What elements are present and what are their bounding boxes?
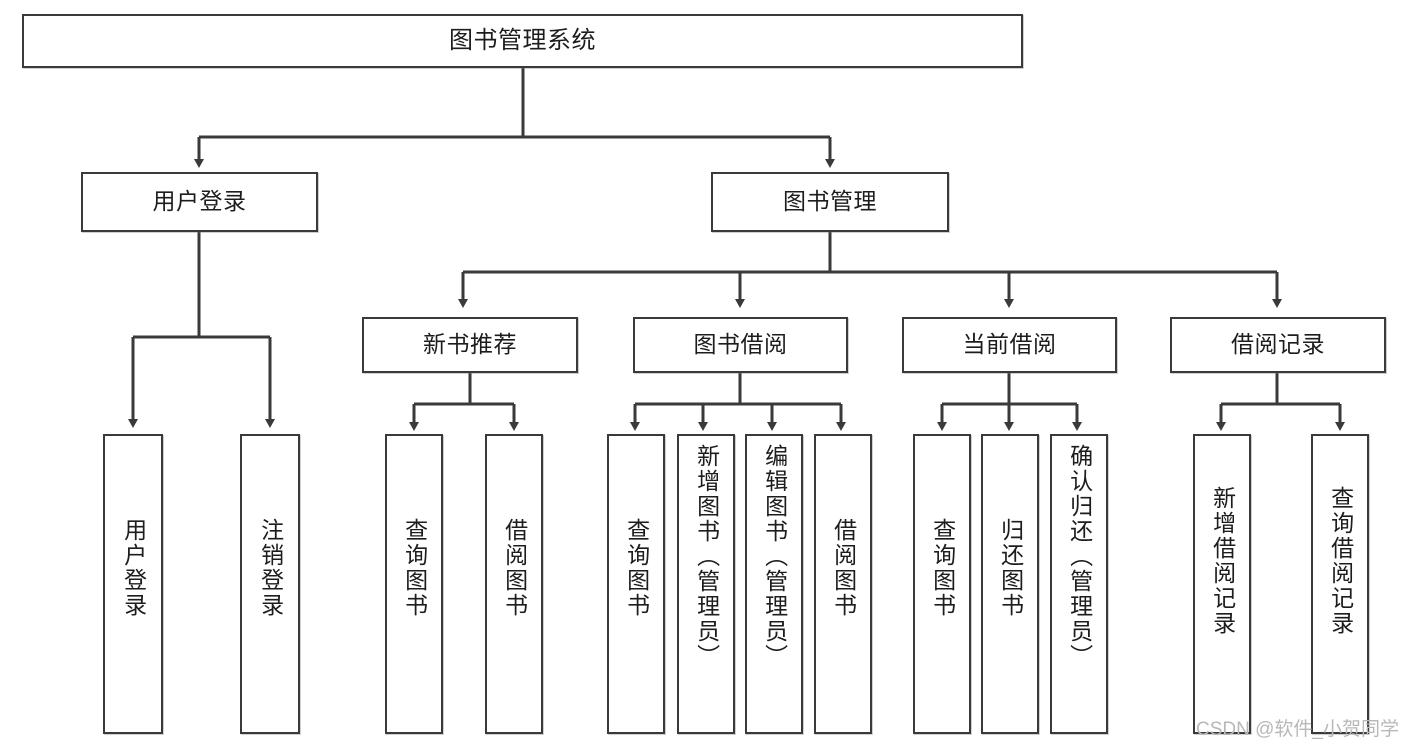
node-user-login-label: 用户登录 xyxy=(152,188,247,215)
node-current-borrow-label: 当前借阅 xyxy=(962,331,1057,358)
node-borrow-record-label: 借阅记录 xyxy=(1231,331,1325,358)
leaf-user-login[interactable]: 用户登录 xyxy=(103,434,163,734)
leaf-add-borrow-record[interactable]: 新增借阅记录 xyxy=(1193,434,1251,734)
leaf-borrow-book-rec-label: 借阅图书 xyxy=(501,518,528,618)
node-root-label: 图书管理系统 xyxy=(449,26,596,54)
node-book-manage-label: 图书管理 xyxy=(783,188,877,215)
leaf-logout-login[interactable]: 注销登录 xyxy=(240,434,300,734)
node-root[interactable]: 图书管理系统 xyxy=(22,14,1023,68)
leaf-borrow-book-borrow-label: 借阅图书 xyxy=(830,518,857,618)
node-user-login[interactable]: 用户登录 xyxy=(81,172,318,232)
leaf-query-borrow-record-label: 查询借阅记录 xyxy=(1327,486,1354,636)
leaf-user-login-label: 用户登录 xyxy=(120,518,147,618)
node-current-borrow[interactable]: 当前借阅 xyxy=(902,317,1117,373)
watermark: CSDN @软件_小贺同学 xyxy=(1196,719,1399,740)
leaf-query-book-current[interactable]: 查询图书 xyxy=(913,434,971,734)
leaf-return-book[interactable]: 归还图书 xyxy=(981,434,1039,734)
node-borrow-record[interactable]: 借阅记录 xyxy=(1170,317,1386,373)
leaf-query-book-rec[interactable]: 查询图书 xyxy=(385,434,443,734)
node-new-book-rec[interactable]: 新书推荐 xyxy=(362,317,578,373)
leaf-logout-login-label: 注销登录 xyxy=(257,518,284,618)
leaf-edit-book-label: 编辑图书（管理员） xyxy=(761,444,788,669)
leaf-query-book-borrow-label: 查询图书 xyxy=(623,518,650,618)
node-book-borrow[interactable]: 图书借阅 xyxy=(633,317,848,373)
leaf-add-borrow-record-label: 新增借阅记录 xyxy=(1209,486,1236,636)
leaf-add-book[interactable]: 新增图书（管理员） xyxy=(677,434,735,734)
leaf-edit-book[interactable]: 编辑图书（管理员） xyxy=(745,434,803,734)
leaf-borrow-book-borrow[interactable]: 借阅图书 xyxy=(814,434,872,734)
leaf-query-book-current-label: 查询图书 xyxy=(929,518,956,618)
node-book-borrow-label: 图书借阅 xyxy=(693,331,788,358)
leaf-query-borrow-record[interactable]: 查询借阅记录 xyxy=(1311,434,1369,734)
leaf-confirm-return-label: 确认归还（管理员） xyxy=(1066,444,1093,669)
node-new-book-rec-label: 新书推荐 xyxy=(423,331,517,358)
leaf-confirm-return[interactable]: 确认归还（管理员） xyxy=(1050,434,1108,734)
leaf-query-book-rec-label: 查询图书 xyxy=(401,518,428,618)
leaf-return-book-label: 归还图书 xyxy=(997,518,1024,618)
leaf-query-book-borrow[interactable]: 查询图书 xyxy=(607,434,665,734)
node-book-manage[interactable]: 图书管理 xyxy=(711,172,949,232)
leaf-borrow-book-rec[interactable]: 借阅图书 xyxy=(485,434,543,734)
leaf-add-book-label: 新增图书（管理员） xyxy=(693,444,720,669)
